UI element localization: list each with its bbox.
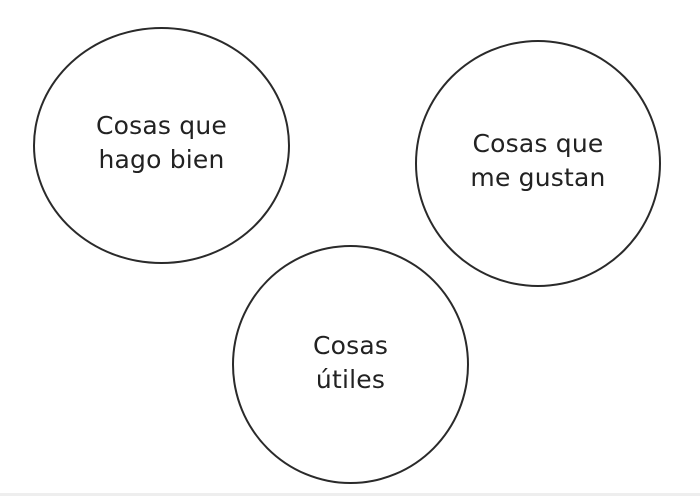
circle-hago-bien: Cosas que hago bien — [33, 27, 290, 264]
label-line: hago bien — [98, 144, 225, 174]
label-line: útiles — [315, 364, 386, 394]
label-line: Cosas que — [472, 128, 604, 158]
circle-label-me-gustan: Cosas que me gustan — [470, 127, 605, 195]
label-line: Cosas — [312, 330, 389, 360]
circle-me-gustan: Cosas que me gustan — [415, 40, 661, 287]
label-line: Cosas que — [96, 110, 227, 140]
bottom-divider — [0, 493, 700, 496]
circle-utiles: Cosas útiles — [232, 245, 469, 484]
circle-label-hago-bien: Cosas que hago bien — [96, 109, 227, 177]
circle-label-utiles: Cosas útiles — [313, 329, 388, 397]
label-line: me gustan — [470, 162, 606, 192]
